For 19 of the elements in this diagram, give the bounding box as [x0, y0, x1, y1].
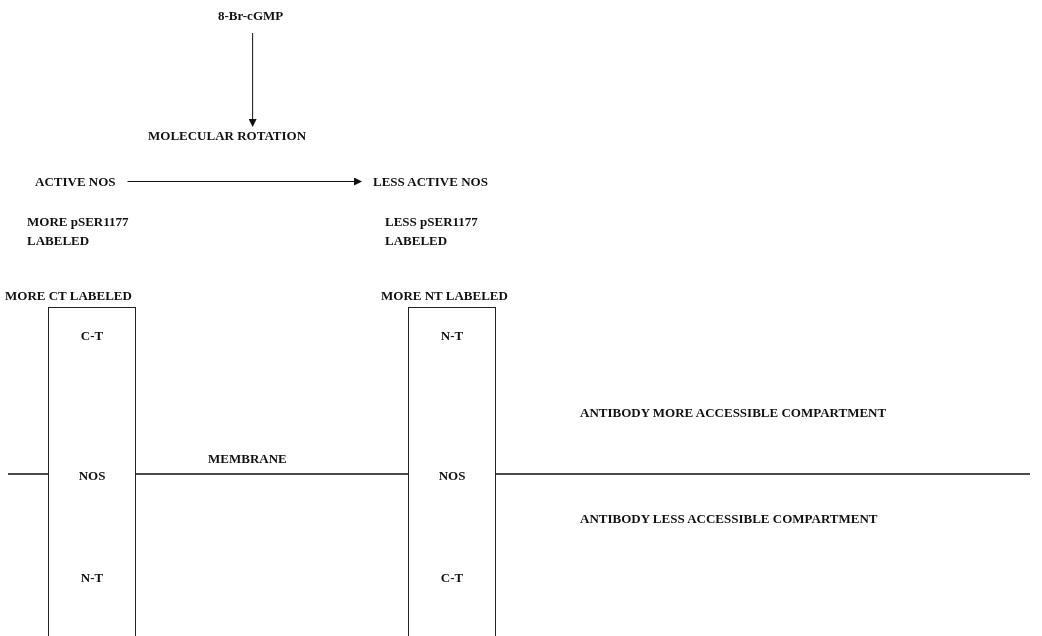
- arrow: [248, 32, 257, 127]
- region-label: N-T: [439, 328, 465, 344]
- region-label: ANTIBODY LESS ACCESSIBLE COMPARTMENT: [580, 510, 878, 528]
- region-label: C-T: [439, 570, 465, 586]
- text-label: LESS ACTIVE NOS: [373, 172, 488, 191]
- annotation-text: LESS pSER1177 LABELED: [385, 213, 479, 250]
- region-label: MEMBRANE: [208, 450, 287, 468]
- arrow: [127, 177, 362, 186]
- text-label: 8-Br-cGMP: [218, 6, 284, 25]
- text-label: MOLECULAR ROTATION: [148, 126, 307, 145]
- region-label: N-T: [79, 570, 105, 586]
- region-label: NOS: [77, 468, 107, 484]
- region-label: C-T: [79, 328, 105, 344]
- annotation-text: MORE pSER1177 LABELED: [27, 213, 130, 250]
- box-heading: MORE CT LABELED: [5, 288, 132, 304]
- text-label: ACTIVE NOS: [35, 172, 116, 191]
- region-label: NOS: [437, 468, 467, 484]
- box-heading: MORE NT LABELED: [381, 288, 508, 304]
- region-label: ANTIBODY MORE ACCESSIBLE COMPARTMENT: [580, 404, 887, 422]
